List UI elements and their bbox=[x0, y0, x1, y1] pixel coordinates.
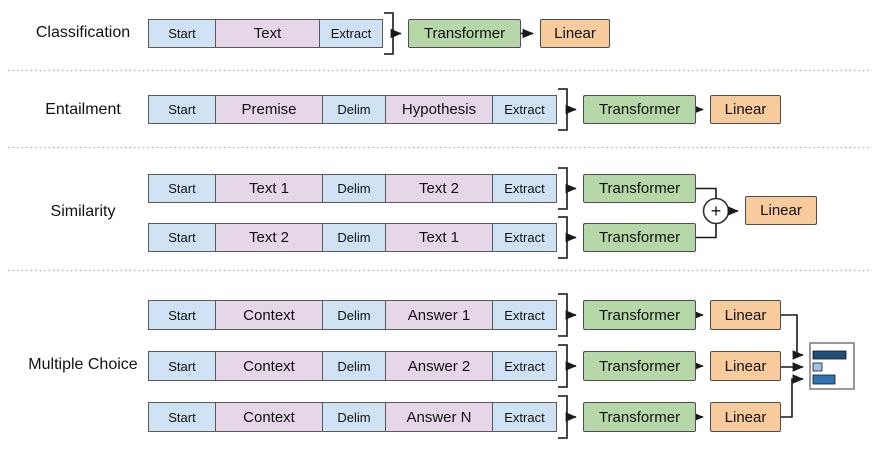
input-sequence: Start Text 2 Delim Text 1 Extract bbox=[148, 223, 557, 252]
input-sequence: Start Premise Delim Hypothesis Extract bbox=[148, 95, 557, 124]
token-cell-extract: Extract bbox=[492, 96, 556, 123]
transformer-box: Transformer bbox=[583, 174, 696, 203]
linear-box: Linear bbox=[745, 196, 817, 225]
token-cell-start: Start bbox=[149, 301, 215, 329]
content-cell-answerN: Answer N bbox=[385, 403, 492, 431]
linear-box: Linear bbox=[710, 300, 781, 330]
transformer-box: Transformer bbox=[583, 223, 696, 252]
token-cell-delim: Delim bbox=[322, 301, 385, 329]
content-cell-context: Context bbox=[215, 352, 322, 380]
input-sequence: Start Context Delim Answer N Extract bbox=[148, 402, 557, 432]
section-label-multiple-choice: Multiple Choice bbox=[28, 356, 138, 373]
sequence-bracket bbox=[558, 344, 568, 388]
token-cell-extract: Extract bbox=[492, 403, 556, 431]
output-bar-1 bbox=[812, 350, 847, 360]
transformer-box: Transformer bbox=[583, 351, 696, 381]
sequence-bracket bbox=[558, 88, 568, 131]
sequence-bracket bbox=[558, 216, 568, 259]
transformer-box: Transformer bbox=[583, 300, 696, 330]
token-cell-extract: Extract bbox=[319, 20, 382, 47]
sequence-bracket bbox=[558, 293, 568, 337]
token-cell-delim: Delim bbox=[322, 352, 385, 380]
transformer-box: Transformer bbox=[408, 19, 521, 48]
token-cell-delim: Delim bbox=[322, 175, 385, 202]
section-label-entailment: Entailment bbox=[45, 101, 121, 118]
output-bar-2 bbox=[812, 362, 823, 372]
token-cell-delim: Delim bbox=[322, 96, 385, 123]
input-sequence: Start Context Delim Answer 2 Extract bbox=[148, 351, 557, 381]
token-cell-start: Start bbox=[149, 403, 215, 431]
token-cell-extract: Extract bbox=[492, 224, 556, 251]
choice-elbow-top bbox=[781, 314, 804, 360]
token-cell-extract: Extract bbox=[492, 352, 556, 380]
choice-elbow-bottom bbox=[781, 374, 804, 418]
token-cell-start: Start bbox=[149, 20, 215, 47]
content-cell-answer2: Answer 2 bbox=[385, 352, 492, 380]
content-cell-hypothesis: Hypothesis bbox=[385, 96, 492, 123]
token-cell-extract: Extract bbox=[492, 175, 556, 202]
output-bars-box bbox=[809, 342, 855, 390]
token-cell-start: Start bbox=[149, 352, 215, 380]
sequence-bracket bbox=[558, 167, 568, 210]
token-cell-start: Start bbox=[149, 224, 215, 251]
content-cell-text2: Text 2 bbox=[215, 224, 322, 251]
input-sequence: Start Text Extract bbox=[148, 19, 383, 48]
similarity-elbow-top bbox=[696, 187, 717, 198]
linear-box: Linear bbox=[710, 351, 781, 381]
linear-box: Linear bbox=[710, 95, 781, 124]
transformer-box: Transformer bbox=[583, 95, 696, 124]
sum-symbol: + bbox=[711, 201, 722, 221]
section-label-classification: Classification bbox=[35, 24, 131, 41]
similarity-elbow-bottom bbox=[696, 224, 717, 239]
input-sequence: Start Text 1 Delim Text 2 Extract bbox=[148, 174, 557, 203]
token-cell-start: Start bbox=[149, 175, 215, 202]
content-cell-context: Context bbox=[215, 301, 322, 329]
sequence-bracket bbox=[558, 395, 568, 439]
token-cell-start: Start bbox=[149, 96, 215, 123]
content-cell-premise: Premise bbox=[215, 96, 322, 123]
content-cell-text1: Text 1 bbox=[215, 175, 322, 202]
token-cell-delim: Delim bbox=[322, 403, 385, 431]
transformer-box: Transformer bbox=[583, 402, 696, 432]
output-bar-3 bbox=[812, 374, 836, 385]
content-cell-text2: Text 2 bbox=[385, 175, 492, 202]
linear-box: Linear bbox=[710, 402, 781, 432]
sum-circle bbox=[702, 197, 730, 225]
input-sequence: Start Context Delim Answer 1 Extract bbox=[148, 300, 557, 330]
token-cell-extract: Extract bbox=[492, 301, 556, 329]
linear-box: Linear bbox=[540, 19, 610, 48]
section-label-similarity: Similarity bbox=[50, 203, 116, 220]
content-cell-text: Text bbox=[215, 20, 319, 47]
sequence-bracket bbox=[384, 12, 394, 55]
content-cell-text1: Text 1 bbox=[385, 224, 492, 251]
content-cell-answer1: Answer 1 bbox=[385, 301, 492, 329]
content-cell-context: Context bbox=[215, 403, 322, 431]
token-cell-delim: Delim bbox=[322, 224, 385, 251]
